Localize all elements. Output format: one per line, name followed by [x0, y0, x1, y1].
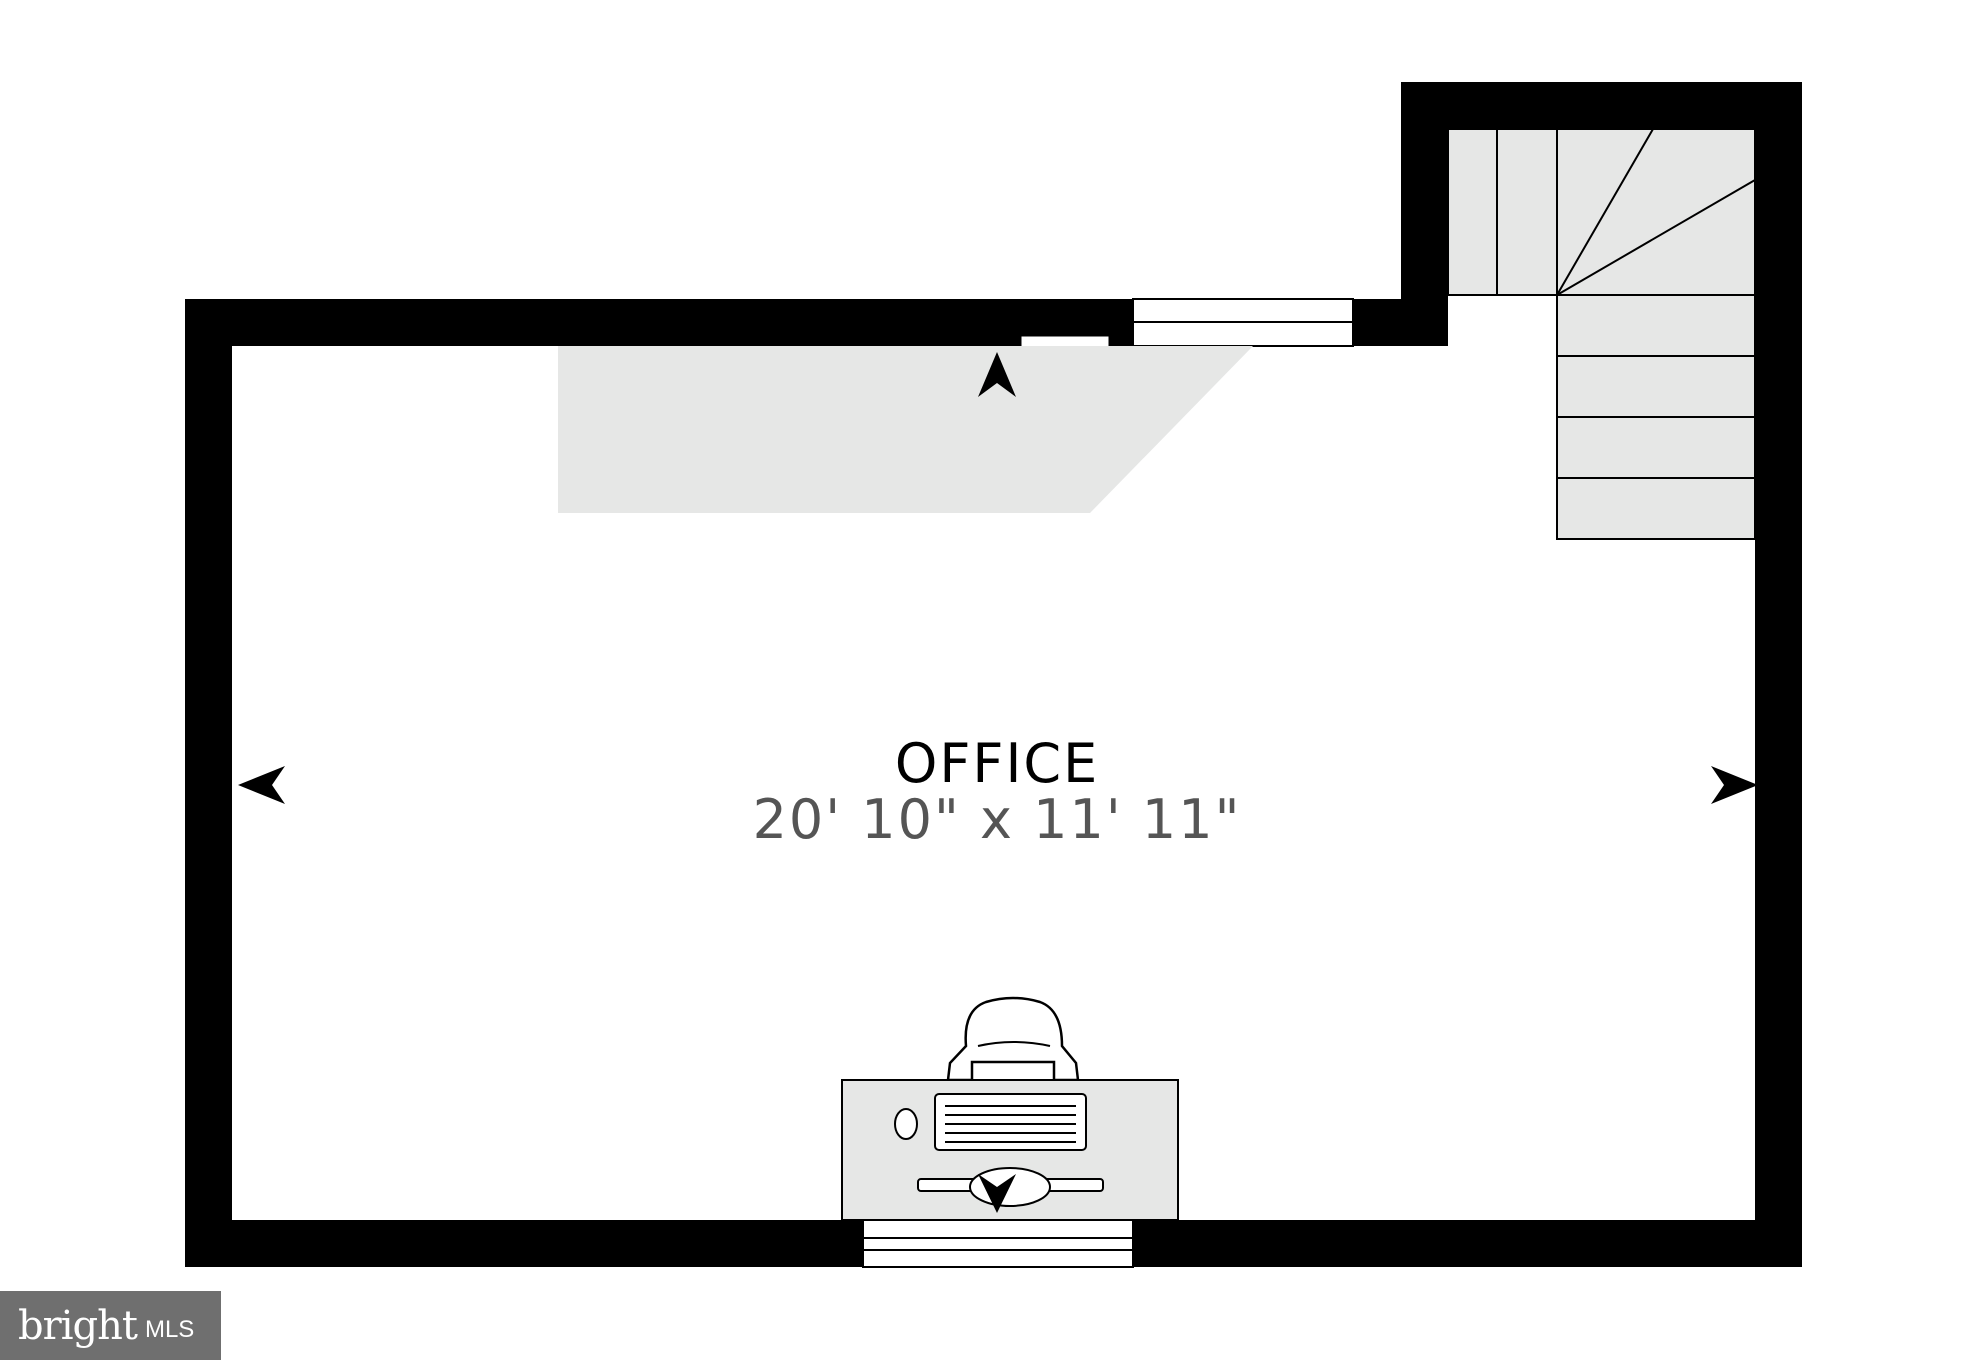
desk-furniture — [841, 996, 1179, 1221]
arrow-up-icon — [978, 352, 1016, 397]
top-window — [1132, 298, 1354, 347]
bright-mls-watermark: bright MLS — [0, 1291, 221, 1360]
bottom-door — [862, 1219, 1134, 1268]
watermark-suffix: MLS — [144, 1315, 195, 1343]
photo-arrow-icons — [238, 352, 1758, 1213]
room-dimensions: 20' 10" x 11' 11" — [753, 788, 1242, 851]
sloped-ceiling-area — [558, 346, 1253, 513]
watermark-brand: bright — [18, 1302, 138, 1349]
arrow-left-icon — [238, 766, 285, 804]
arrow-right-icon — [1711, 766, 1758, 804]
arrow-down-icon — [978, 1174, 1016, 1213]
staircase — [1447, 128, 1756, 540]
room-name: OFFICE — [895, 732, 1099, 795]
